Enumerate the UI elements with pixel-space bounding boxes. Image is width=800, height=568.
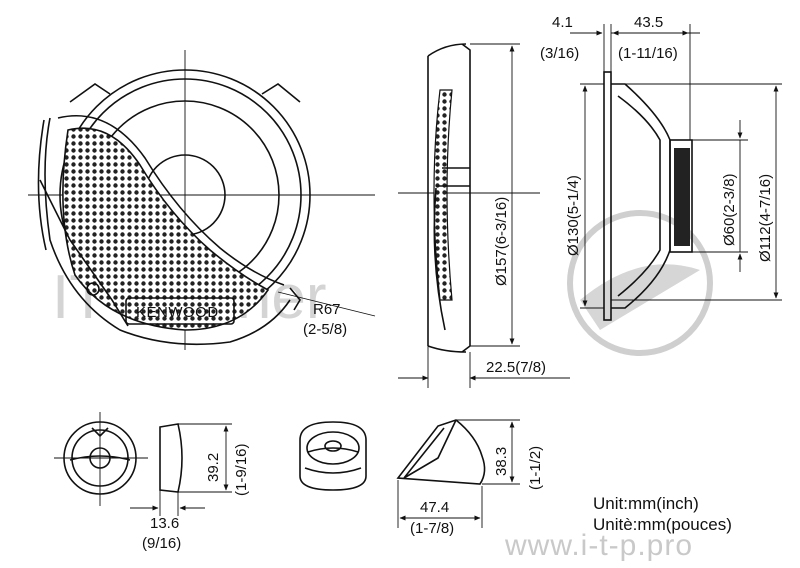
angled-tweeter-width-inch-label: (1-7/8) (410, 520, 454, 537)
radius-inch-label: (2-5/8) (303, 321, 347, 338)
tweeter-depth-inch-label: (9/16) (142, 535, 181, 552)
speaker-magnet-side-view: 4.1 (3/16) 43.5 (1-11/16) Ø130(5-1/4) Ø6… (540, 14, 782, 321)
brand-logo: KENWOOD (136, 304, 219, 321)
speaker-front-view: KENWOOD R67 (2-5/8) (28, 50, 376, 350)
tweeter-height-label: 39.2 (205, 453, 222, 482)
flange-depth-inch-label: (3/16) (540, 45, 579, 62)
grille-depth-label: 22.5(7/8) (486, 359, 546, 376)
angled-tweeter-width-label: 47.4 (420, 499, 449, 516)
outer-diameter-label: Ø157(6-3/16) (493, 197, 510, 286)
tweeter-height-inch-label: (1-9/16) (233, 443, 250, 496)
tweeter-front-view (54, 412, 148, 506)
flange-depth-label: 4.1 (552, 14, 573, 31)
side-grille-icon (433, 89, 453, 301)
units-line-2: Unitè:mm(pouces) (593, 515, 732, 534)
watermark-logo-icon (567, 210, 713, 356)
tweeter-side-view: 39.2 (1-9/16) 13.6 (9/16) (130, 423, 250, 552)
angled-tweeter-front-view (299, 421, 367, 491)
angled-tweeter-side-view: 38.3 (1-1/2) 47.4 (1-7/8) (396, 419, 544, 537)
cutout-diameter-label: Ø130(5-1/4) (565, 175, 582, 256)
basket-diameter-label: Ø112(4-7/16) (757, 174, 774, 262)
watermark-url: www.i-t-p.pro (504, 529, 693, 562)
grille-icon (62, 127, 270, 331)
mount-depth-inch-label: (1-11/16) (618, 45, 678, 62)
mount-depth-label: 43.5 (634, 14, 663, 31)
speaker-grille-side-view: 22.5(7/8) Ø157(6-3/16) (398, 43, 570, 388)
units-line-1: Unit:mm(inch) (593, 494, 699, 513)
magnet-diameter-label: Ø60(2-3/8) (721, 173, 738, 246)
tweeter-depth-label: 13.6 (150, 515, 179, 532)
units-note: Unit:mm(inch) Unitè:mm(pouces) (593, 494, 732, 534)
radius-label: R67 (313, 301, 341, 318)
angled-tweeter-height-inch-label: (1-1/2) (527, 446, 544, 490)
angled-tweeter-height-label: 38.3 (493, 447, 510, 476)
